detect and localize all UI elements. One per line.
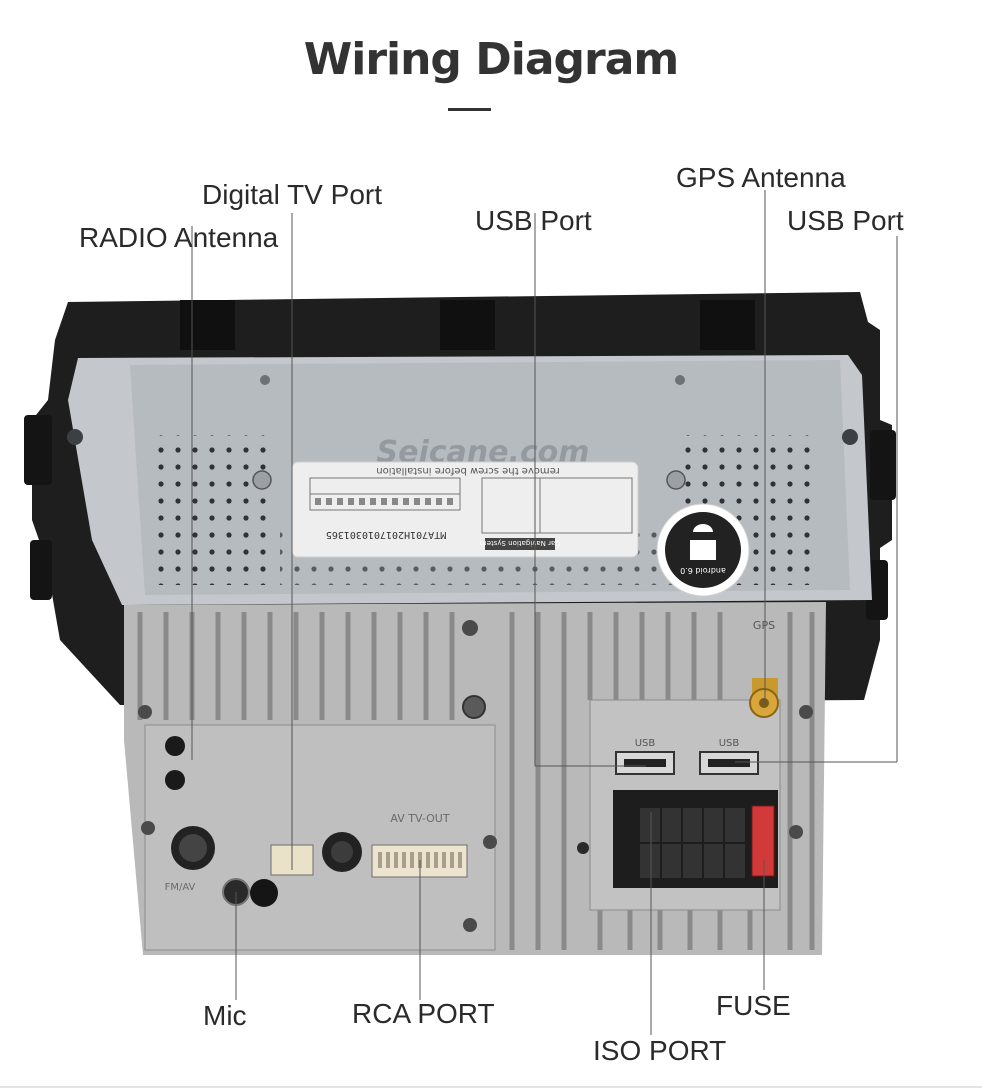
label-digital-tv-port: Digital TV Port [202, 179, 382, 210]
android-badge: android 6.0 [656, 503, 750, 597]
page-title: Wiring Diagram [303, 34, 680, 85]
fm-mark: FM/AV [165, 882, 196, 893]
label-iso-port: ISO PORT [593, 1035, 727, 1066]
label-fuse: FUSE [716, 990, 791, 1021]
sticker-serial: MTA701H2017010301365 [326, 529, 446, 540]
leader-lines [191, 190, 898, 1035]
gps-mark: GPS [753, 619, 775, 632]
unit-sticker: remove the screw before installation MTA… [291, 461, 639, 558]
label-rca-port: RCA PORT [352, 998, 495, 1029]
label-radio-antenna: RADIO Antenna [79, 222, 279, 253]
label-gps-antenna: GPS Antenna [676, 162, 846, 193]
av-mark: AV TV-OUT [390, 812, 449, 825]
label-mic: Mic [203, 1000, 247, 1031]
usb-mark-left: USB [635, 738, 656, 749]
heatsink-panel [124, 602, 826, 955]
sticker-subtitle: remove the screw before installation [376, 465, 559, 476]
bottom-divider [0, 1086, 982, 1088]
label-usb-port-center: USB Port [475, 205, 592, 236]
android-badge-text: android 6.0 [680, 566, 726, 575]
label-usb-port-right: USB Port [787, 205, 904, 236]
sticker-title: Car Navigation System [480, 539, 561, 547]
usb-mark-right: USB [719, 738, 740, 749]
title-underline [448, 108, 491, 111]
